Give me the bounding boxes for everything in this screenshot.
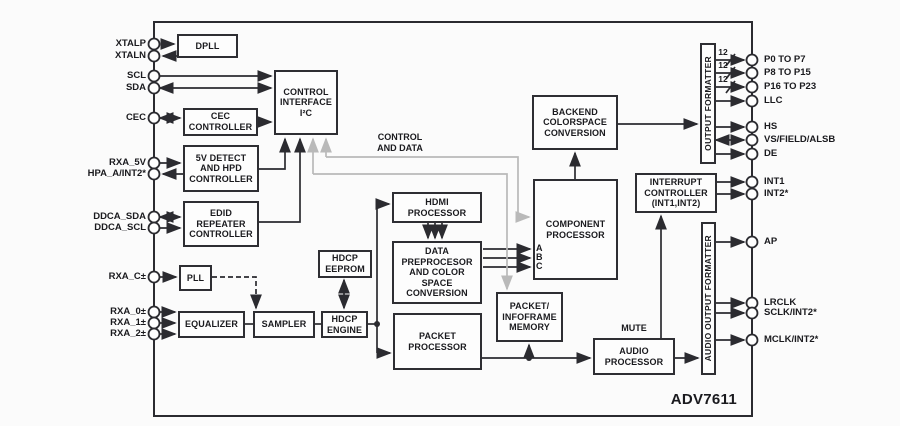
block-sampler: SAMPLER: [253, 311, 315, 338]
junction-dots: [374, 321, 532, 361]
pin-label-sda: SDA: [125, 82, 146, 93]
signal-wires: [158, 38, 746, 364]
block-equalizer: EQUALIZER: [178, 311, 245, 338]
pin-rxa-5v: [147, 156, 161, 170]
pin-label-llc: LLC: [764, 95, 783, 106]
mute-label: MUTE: [621, 323, 647, 333]
pin-label-cec: CEC: [125, 112, 146, 123]
pin-label-p16-p23: P16 TO P23: [764, 81, 817, 92]
pin-ddca-sda: [147, 210, 161, 224]
pin-label-rxa-1: RXA_1±: [110, 317, 146, 328]
block-hdcp-engine: HDCP ENGINE: [321, 311, 368, 338]
bus-width-label-p16: 12: [718, 74, 728, 84]
pin-sclk: [745, 306, 759, 320]
pin-label-de: DE: [764, 148, 778, 159]
pin-label-xtalp: XTALP: [115, 38, 146, 49]
right-pins: [745, 53, 759, 347]
pin-p0-p7: [745, 53, 759, 67]
pin-int1: [745, 175, 759, 189]
pin-ddca-scl: [147, 221, 161, 235]
pin-rxa-0: [147, 305, 161, 319]
control-data-wires: [307, 137, 531, 291]
bus-width-label-p8: 12: [718, 60, 728, 70]
block-packet-infoframe-memory: PACKET/ INFOFRAME MEMORY: [496, 292, 563, 342]
pin-llc: [745, 94, 759, 108]
pin-cec: [147, 111, 161, 125]
block-packet-processor: PACKET PROCESSOR: [393, 313, 482, 370]
pin-label-mclk: MCLK/INT2*: [764, 334, 819, 345]
pin-label-vs-field-alsb: VS/FIELD/ALSB: [764, 134, 836, 145]
component-input-a-label: A: [536, 243, 543, 253]
pin-mclk: [745, 333, 759, 347]
pin-label-scl: SCL: [127, 70, 146, 81]
block-hdmi-processor: HDMI PROCESSOR: [392, 192, 482, 223]
pin-hs: [745, 120, 759, 134]
pin-label-xtaln: XTALN: [115, 50, 146, 61]
pin-ap: [745, 235, 759, 249]
block-hdcp-eeprom: HDCP EEPROM: [318, 250, 372, 278]
pin-label-ddca-sda: DDCA_SDA: [93, 211, 146, 222]
pin-label-rxa-2: RXA_2±: [110, 328, 146, 339]
pin-label-rxa-0: RXA_0±: [110, 306, 146, 317]
pin-int2: [745, 187, 759, 201]
block-component-processor: COMPONENT PROCESSOR: [533, 179, 618, 280]
pin-xtaln: [147, 49, 161, 63]
pin-label-sclk: SCLK/INT2*: [764, 307, 817, 318]
pin-label-ap: AP: [764, 236, 778, 247]
block-interrupt-controller: INTERRUPT CONTROLLER (INT1,INT2): [635, 173, 717, 213]
block-control-interface-i2c: CONTROL INTERFACE I²C: [274, 70, 338, 135]
pin-scl: [147, 69, 161, 83]
pin-xtalp: [147, 37, 161, 51]
block-audio-processor: AUDIO PROCESSOR: [593, 338, 675, 375]
pin-sda: [147, 81, 161, 95]
block-backend-colorspace-conversion: BACKEND COLORSPACE CONVERSION: [532, 95, 618, 150]
pin-label-ddca-scl: DDCA_SCL: [94, 222, 146, 233]
pin-p16-p23: [745, 80, 759, 94]
block-cec-controller: CEC CONTROLLER: [183, 108, 258, 136]
pin-label-rxa-c: RXA_C±: [108, 271, 146, 282]
block-edid-repeater-controller: EDID REPEATER CONTROLLER: [183, 201, 259, 247]
audio-output-formatter-label: AUDIO OUTPUT FORMATTER: [703, 235, 714, 362]
left-pins: [147, 37, 161, 341]
pin-label-p8-p15: P8 TO P15: [764, 67, 811, 78]
pin-label-p0-p7: P0 TO P7: [764, 54, 806, 65]
pin-label-int1: INT1: [764, 176, 785, 187]
pin-vs-field-alsb: [745, 133, 759, 147]
bus-width-slashes: [725, 53, 736, 94]
pin-label-hs: HS: [764, 121, 778, 132]
pin-de: [745, 147, 759, 161]
pin-hpa-a: [147, 167, 161, 181]
chip-name-label: ADV7611: [670, 391, 737, 408]
bus-width-label-p0: 12: [718, 47, 728, 57]
output-formatter-label: OUTPUT FORMATTER: [702, 56, 713, 151]
pin-label-rxa-5v: RXA_5V: [109, 157, 146, 168]
pin-label-hpa-a: HPA_A/INT2*: [87, 168, 146, 179]
pin-p8-p15: [745, 66, 759, 80]
pin-label-lrclk: LRCLK: [764, 297, 797, 308]
control-and-data-label: CONTROL AND DATA: [377, 132, 423, 154]
pin-rxa-c: [147, 270, 161, 284]
block-audio-output-formatter: AUDIO OUTPUT FORMATTER: [701, 222, 716, 375]
block-data-preprocessor: DATA PREPROCESOR AND COLOR SPACE CONVERS…: [392, 241, 482, 304]
component-input-c-label: C: [536, 261, 543, 271]
block-pll: PLL: [179, 265, 212, 291]
pin-rxa-2: [147, 327, 161, 341]
block-output-formatter: OUTPUT FORMATTER: [700, 43, 716, 164]
component-input-b-label: B: [536, 252, 543, 262]
pin-rxa-1: [147, 316, 161, 330]
block-dpll: DPLL: [177, 34, 238, 58]
pin-label-int2: INT2*: [764, 188, 789, 199]
block-5v-detect-hpd-controller: 5V DETECT AND HPD CONTROLLER: [183, 145, 259, 192]
